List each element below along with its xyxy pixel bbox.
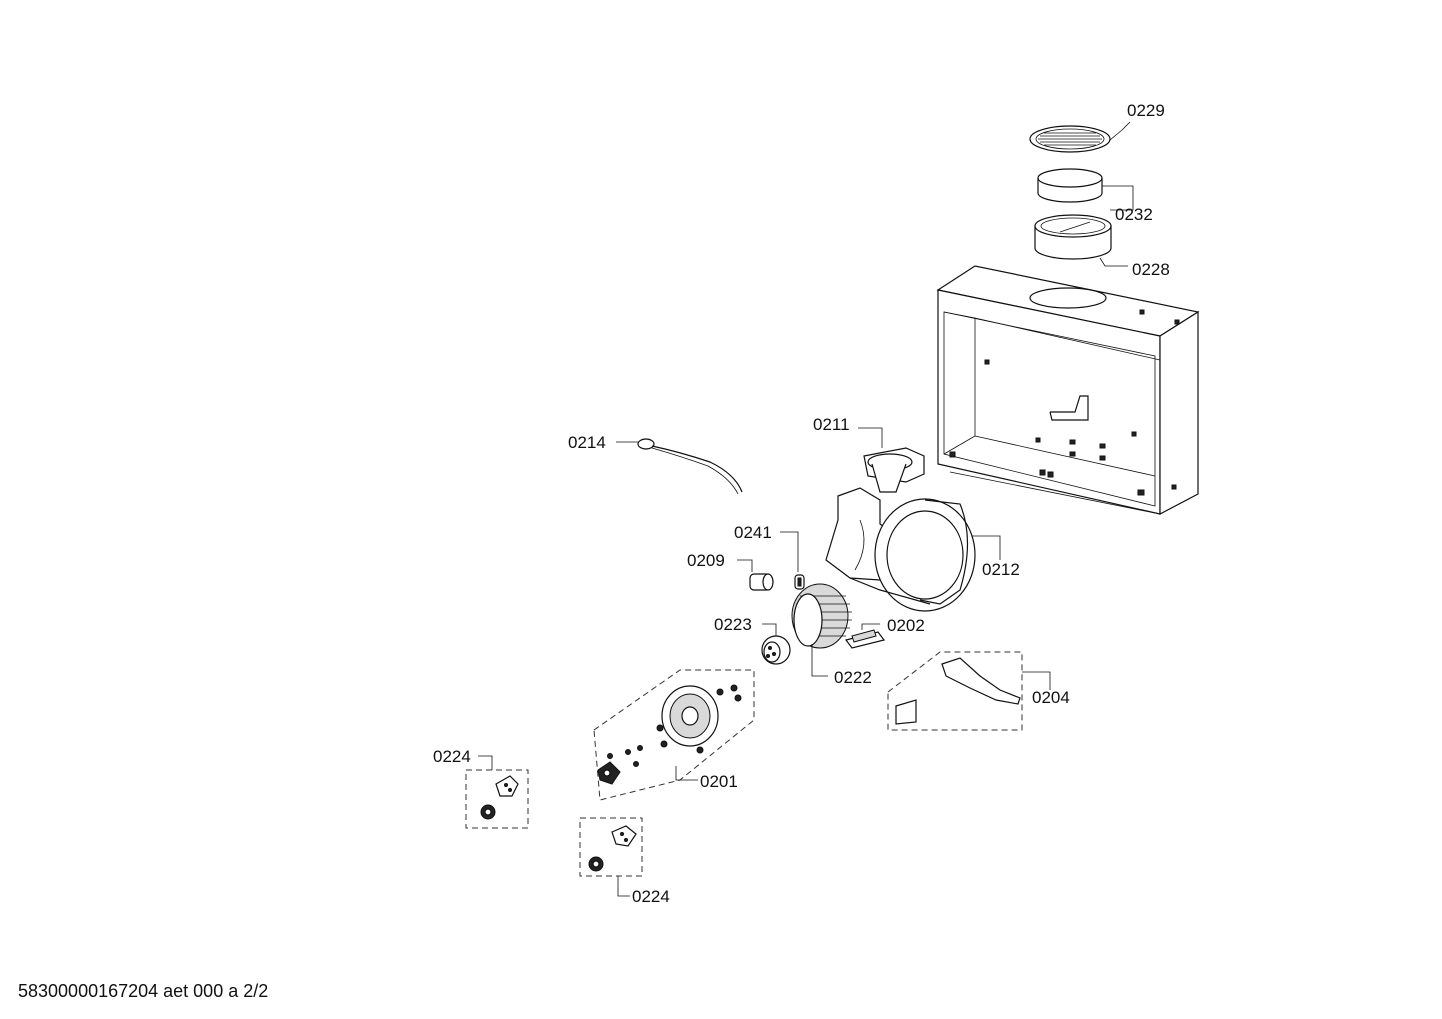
label-0241: 0241 <box>734 523 772 542</box>
label-0224-bottom: 0224 <box>632 887 670 906</box>
label-0222: 0222 <box>834 668 872 687</box>
part-0241-clip <box>780 531 805 590</box>
label-0204: 0204 <box>1032 688 1070 707</box>
label-0211: 0211 <box>813 415 850 434</box>
label-0209: 0209 <box>687 551 725 570</box>
part-0202 <box>844 623 886 649</box>
part-0228-filter <box>1034 214 1128 267</box>
part-0224-bottom-group <box>579 817 643 897</box>
label-0223: 0223 <box>714 615 752 634</box>
part-0212-fan-housing <box>825 487 1001 612</box>
part-0201-motor-assembly <box>593 669 755 801</box>
part-0222-impeller <box>791 583 852 677</box>
part-0211-bracket <box>858 427 925 493</box>
part-0209-capacitor <box>737 559 774 591</box>
label-0232: 0232 <box>1115 205 1153 224</box>
hood-housing <box>936 265 1200 515</box>
label-0228: 0228 <box>1132 260 1170 279</box>
part-0224-left-group <box>465 755 529 829</box>
label-0214: 0214 <box>568 433 606 452</box>
label-0224-left: 0224 <box>433 747 471 766</box>
label-0202: 0202 <box>887 616 925 635</box>
part-0214-cable <box>616 438 743 495</box>
part-0229-grille <box>1029 121 1131 153</box>
document-id: 58300000167204 aet 000 a 2/2 <box>18 981 269 1001</box>
label-0201: 0201 <box>700 772 738 791</box>
part-0232-ring <box>1037 168 1134 211</box>
label-0229: 0229 <box>1127 101 1165 120</box>
label-0212: 0212 <box>982 560 1020 579</box>
part-0223-motor <box>761 623 791 665</box>
part-0204-group <box>887 651 1051 731</box>
